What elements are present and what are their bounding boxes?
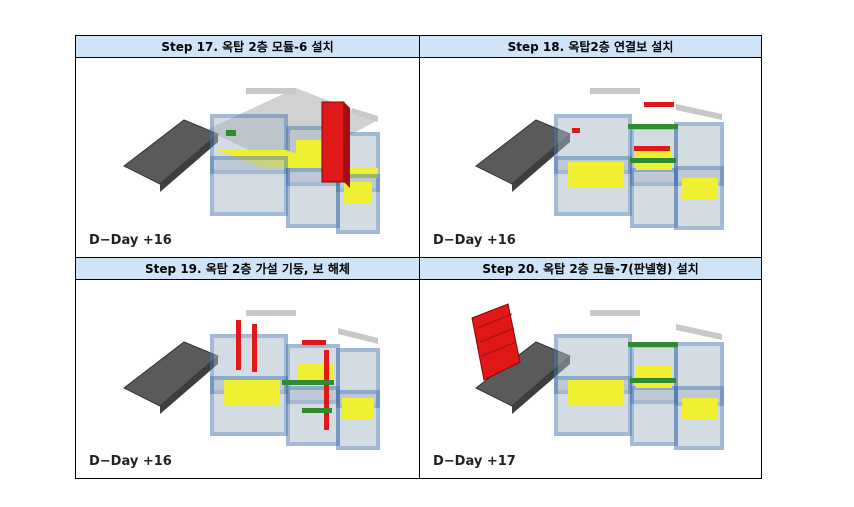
step-20-cell: Step 20. 옥탑 2층 모듈-7(판넬형) 설치 bbox=[420, 258, 761, 478]
step-18-title: Step 18. 옥탑2층 연결보 설치 bbox=[420, 36, 761, 58]
construction-step-table: Step 17. 옥탑 2층 모듈-6 설치 bbox=[75, 35, 762, 479]
step-17-illustration: D−Day +16 bbox=[76, 58, 419, 257]
step-20-illustration: D−Day +17 bbox=[420, 280, 761, 478]
step-17-dday: D−Day +16 bbox=[89, 233, 172, 248]
step-17-cell: Step 17. 옥탑 2층 모듈-6 설치 bbox=[76, 36, 419, 257]
step-17-building-render bbox=[123, 88, 380, 234]
step-18-dday: D−Day +16 bbox=[433, 233, 516, 248]
table-divider-horizontal bbox=[76, 257, 761, 258]
step-18-building-render bbox=[475, 88, 724, 230]
step-19-illustration: D−Day +16 bbox=[76, 280, 419, 478]
step-19-title: Step 19. 옥탑 2층 가설 기둥, 보 해체 bbox=[76, 258, 419, 280]
step-19-cell: Step 19. 옥탑 2층 가설 기둥, 보 해체 bbox=[76, 258, 419, 478]
step-18-illustration: D−Day +16 bbox=[420, 58, 761, 257]
step-20-title: Step 20. 옥탑 2층 모듈-7(판넬형) 설치 bbox=[420, 258, 761, 280]
step-18-cell: Step 18. 옥탑2층 연결보 설치 bbox=[420, 36, 761, 257]
step-20-dday: D−Day +17 bbox=[433, 454, 516, 469]
step-17-title: Step 17. 옥탑 2층 모듈-6 설치 bbox=[76, 36, 419, 58]
step-19-building-render bbox=[123, 310, 380, 450]
step-20-building-render bbox=[471, 303, 724, 450]
step-19-dday: D−Day +16 bbox=[89, 454, 172, 469]
